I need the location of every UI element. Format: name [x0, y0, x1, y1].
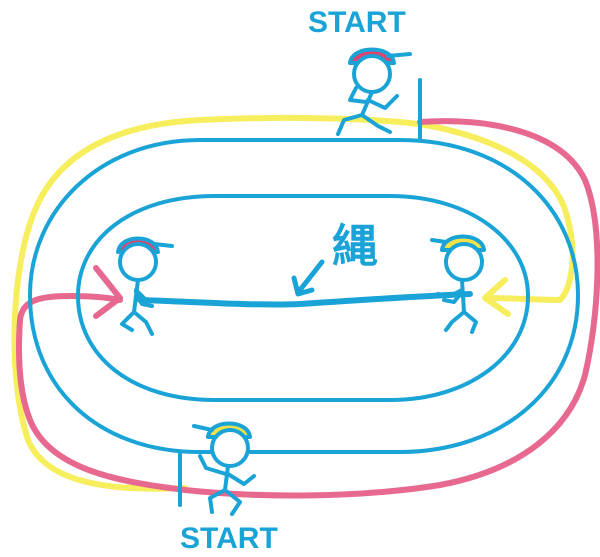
start-label-bottom: START: [180, 522, 278, 555]
red-arrow-icon: [93, 265, 123, 319]
inner-track: [75, 194, 531, 402]
runner-red-cap-icon: [336, 47, 412, 136]
runner-yellow-cap-icon: [192, 421, 256, 516]
yellow-arrow-icon: [482, 277, 511, 317]
rope-arrow-icon: [291, 259, 325, 297]
player-red-cap-icon: [116, 236, 174, 336]
outer-track: [27, 138, 581, 454]
red-path: [16, 118, 600, 499]
start-label-top: START: [308, 6, 406, 39]
player-yellow-cap-icon: [430, 234, 486, 334]
rope-label: 縄: [332, 220, 378, 272]
rope: [137, 291, 473, 308]
yellow-path: [11, 114, 576, 492]
